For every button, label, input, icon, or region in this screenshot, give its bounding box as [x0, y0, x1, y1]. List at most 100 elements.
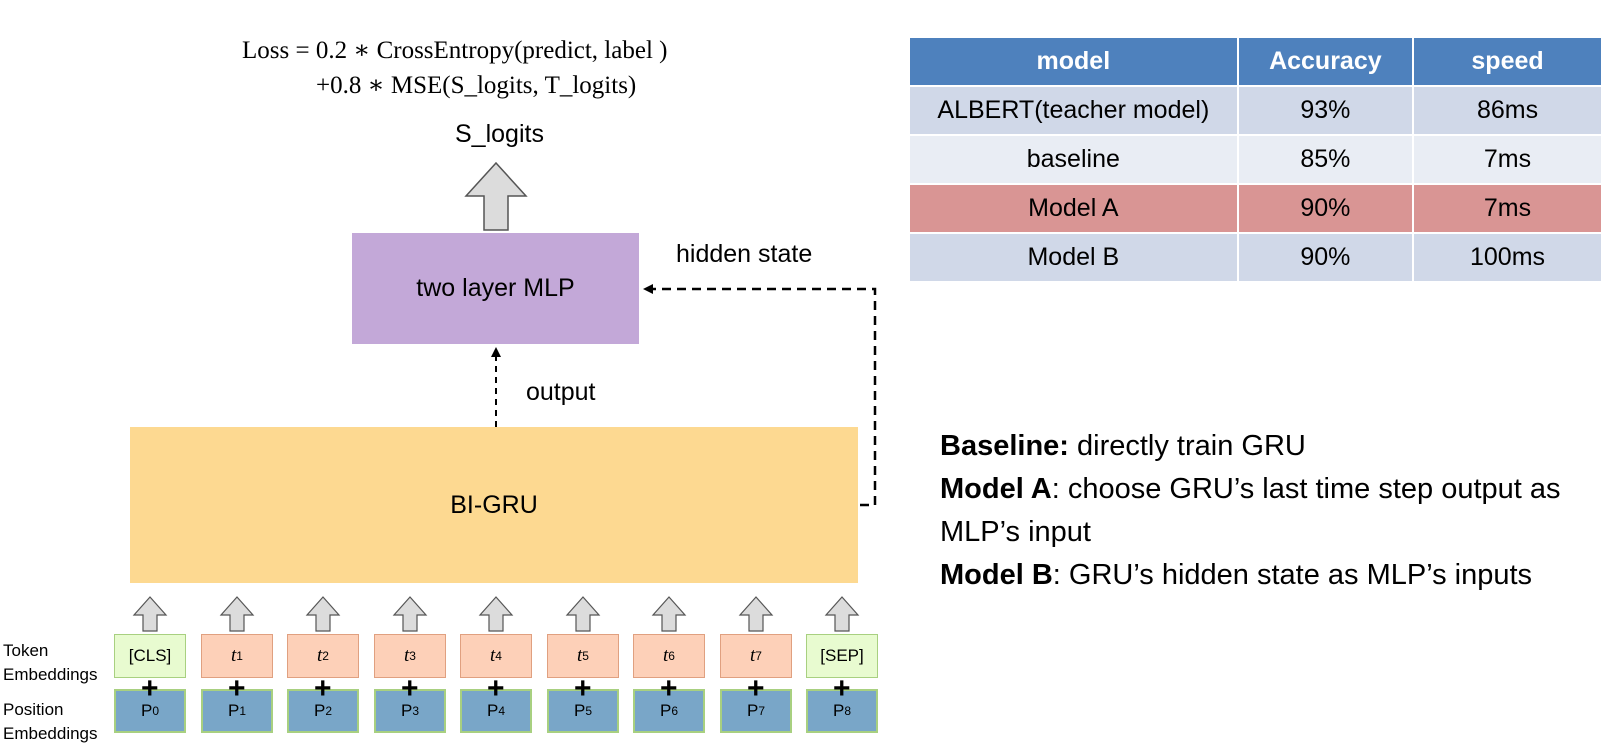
s-logits-label: S_logits: [455, 120, 544, 148]
position-text: P: [573, 701, 586, 720]
position-subscript: 8: [844, 704, 852, 718]
output-label: output: [526, 378, 596, 406]
hidden-state-arrow: [643, 284, 877, 507]
table-cell: 7ms: [1412, 183, 1603, 234]
up-arrow-icon: [565, 596, 601, 632]
up-arrow-icon: [651, 596, 687, 632]
mlp-label: two layer MLP: [416, 274, 575, 302]
table-cell: 90%: [1236, 232, 1415, 283]
loss-formula-line1: Loss = 0.2 ∗ CrossEntropy(predict, label…: [242, 37, 668, 64]
column-header: speed: [1412, 36, 1603, 87]
token-text: t: [750, 645, 756, 666]
token-subscript: 4: [495, 649, 502, 663]
up-arrow-icon: [478, 596, 514, 632]
token-text: [SEP]: [820, 646, 864, 665]
table-cell: Model B: [908, 232, 1239, 283]
table-cell: 93%: [1236, 85, 1415, 136]
plus-icon: +: [833, 672, 851, 705]
position-text: P: [227, 701, 240, 720]
position-subscript: 7: [758, 704, 766, 718]
up-arrow-icon: [219, 596, 255, 632]
position-text: P: [400, 701, 413, 720]
token-up-arrows: [132, 596, 860, 632]
plus-icon: +: [487, 672, 505, 705]
mlp-block: two layer MLP: [352, 233, 639, 344]
token-embeddings-label-line2: Embeddings: [3, 665, 98, 684]
up-arrow-icon: [738, 596, 774, 632]
table-cell: Model A: [908, 183, 1239, 234]
table-cell: 100ms: [1412, 232, 1603, 283]
position-text: P: [486, 701, 499, 720]
note-baseline: Baseline: directly train GRU: [940, 425, 1580, 468]
plus-icon: +: [228, 672, 246, 705]
note-model-a: Model A: choose GRU’s last time step out…: [940, 468, 1580, 554]
token-text: t: [663, 645, 669, 666]
position-text: P: [140, 701, 153, 720]
plus-icon: +: [141, 672, 159, 705]
token-subscript: 5: [582, 649, 589, 663]
table-cell: 86ms: [1412, 85, 1603, 136]
up-arrow-icon: [824, 596, 860, 632]
token-subscript: 2: [322, 649, 329, 663]
position-subscript: 2: [325, 704, 333, 718]
note-model-b: Model B: GRU’s hidden state as MLP’s inp…: [940, 554, 1580, 597]
position-subscript: 1: [239, 704, 247, 718]
token-text: t: [490, 645, 496, 666]
s-logits-arrow-icon: [464, 161, 528, 231]
performance-table: model Accuracy speed ALBERT(teacher mode…: [908, 36, 1603, 283]
position-embeddings-label: Position Embeddings: [3, 698, 98, 746]
plus-icon: +: [401, 672, 419, 705]
token-embedding-box: [CLS]: [114, 634, 186, 678]
loss-formula-line2: +0.8 ∗ MSE(S_logits, T_logits): [316, 72, 637, 99]
table-cell: baseline: [908, 134, 1239, 185]
model-notes: Baseline: directly train GRU Model A: ch…: [940, 425, 1580, 597]
token-subscript: 3: [409, 649, 416, 663]
note-key: Model A: [940, 473, 1052, 505]
note-text: directly train GRU: [1068, 430, 1306, 462]
note-text: : GRU’s hidden state as MLP’s inputs: [1052, 559, 1533, 591]
table-row-highlighted: Model A 90% 7ms: [908, 183, 1603, 234]
position-subscript: 0: [152, 704, 160, 718]
up-arrow-icon: [392, 596, 428, 632]
note-text: : choose GRU’s last time step output as …: [940, 473, 1561, 548]
position-subscript: 4: [498, 704, 506, 718]
token-text: t: [404, 645, 410, 666]
table-row: Model B 90% 100ms: [908, 232, 1603, 283]
hidden-state-label: hidden state: [676, 240, 813, 268]
plus-icon: +: [574, 672, 592, 705]
token-embedding-box: [SEP]: [806, 634, 878, 678]
token-subscript: 1: [236, 649, 243, 663]
position-embeddings-label-line2: Embeddings: [3, 724, 98, 743]
table-row: baseline 85% 7ms: [908, 134, 1603, 185]
position-embeddings-label-line1: Position: [3, 700, 64, 719]
up-arrow-icon: [132, 596, 168, 632]
table-header-row: model Accuracy speed: [908, 36, 1603, 87]
position-text: P: [659, 701, 672, 720]
position-text: P: [313, 701, 326, 720]
note-key: Model B: [940, 559, 1053, 591]
column-header: Accuracy: [1236, 36, 1415, 87]
plus-icon: +: [314, 672, 332, 705]
plus-icon: +: [747, 672, 765, 705]
token-text: t: [231, 645, 237, 666]
bi-gru-block: BI-GRU: [130, 427, 858, 583]
plus-icon: +: [660, 672, 678, 705]
position-subscript: 5: [585, 704, 593, 718]
column-header: model: [908, 36, 1239, 87]
note-key: Baseline:: [940, 430, 1069, 462]
